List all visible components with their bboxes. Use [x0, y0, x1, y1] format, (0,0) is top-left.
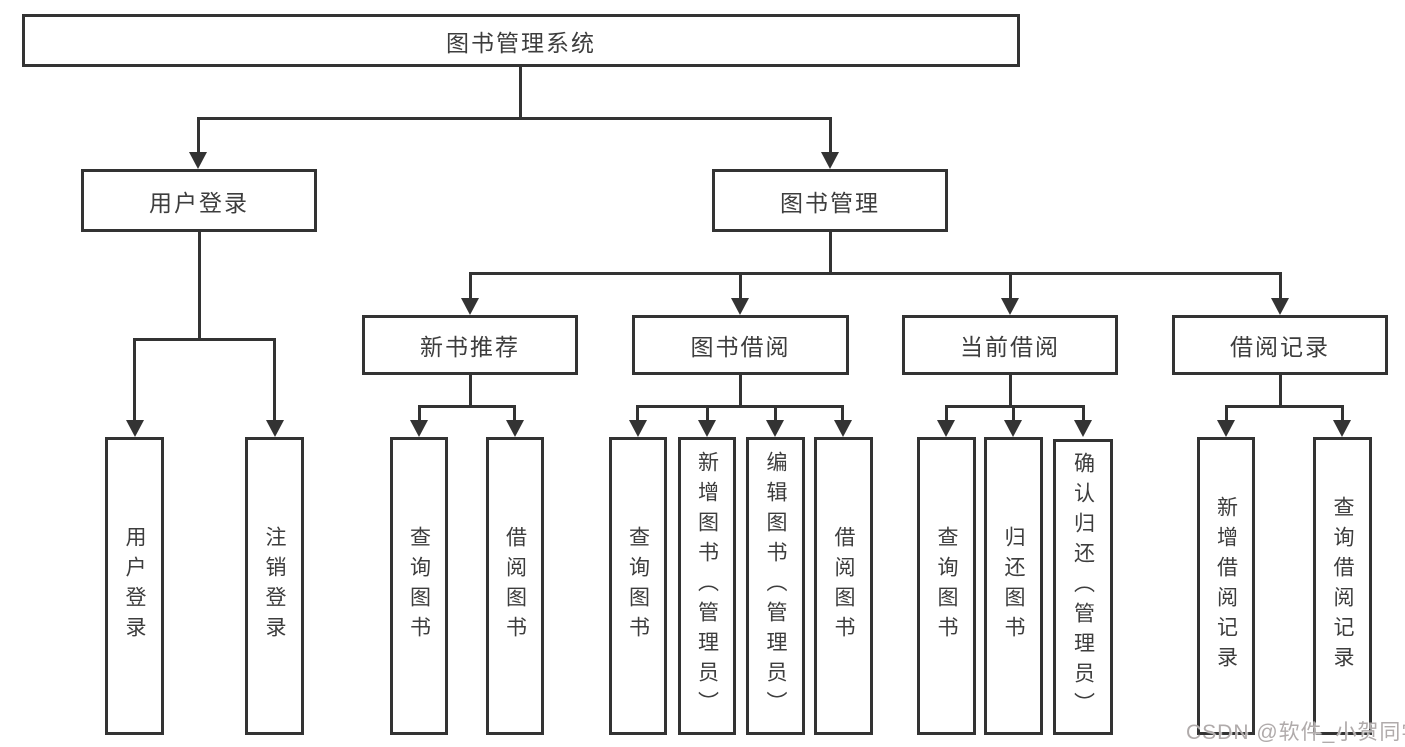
node-borrowing-records-label: 借阅记录 [1230, 334, 1330, 360]
connector-book-borrow-rail [636, 405, 844, 408]
connector-current-borrow-rail [945, 405, 1085, 408]
leaf-query-borrow-record-label: 查询借阅记录 [1331, 496, 1354, 676]
arrowhead-nb-query [410, 420, 428, 437]
connector-drop-logout [273, 338, 276, 423]
connector-drop-new-book [469, 272, 472, 300]
connector-drop-nb-borrow [513, 405, 516, 423]
arrowhead-current-borrow [1001, 298, 1019, 315]
leaf-edit-books-admin: 编辑图书（管理员） [746, 437, 805, 735]
arrowhead-br-add [1217, 420, 1235, 437]
connector-borrow-record-stem [1279, 375, 1282, 405]
arrowhead-new-book [461, 298, 479, 315]
leaf-newbook-borrow-books-label: 借阅图书 [503, 526, 527, 646]
leaf-borrow-borrow-books-label: 借阅图书 [832, 526, 855, 646]
connector-drop-bb-edit [774, 405, 777, 423]
connector-user-login-rail [133, 338, 276, 341]
node-current-borrowing-label: 当前借阅 [960, 334, 1060, 360]
arrowhead-bb-borrow [834, 420, 852, 437]
leaf-return-books-label: 归还图书 [1002, 526, 1025, 646]
leaf-add-borrow-record-label: 新增借阅记录 [1214, 496, 1238, 676]
node-new-book-recommend-label: 新书推荐 [420, 334, 520, 360]
connector-level3-rail [469, 272, 1282, 275]
connector-drop-borrow-record [1279, 272, 1282, 300]
arrowhead-nb-borrow [506, 420, 524, 437]
node-current-borrowing: 当前借阅 [902, 315, 1118, 375]
connector-new-book-stem [469, 375, 472, 405]
arrowhead-login [126, 420, 144, 437]
node-book-borrowing: 图书借阅 [632, 315, 849, 375]
leaf-newbook-borrow-books: 借阅图书 [486, 437, 544, 735]
connector-drop-cb-confirm [1082, 405, 1085, 423]
leaf-borrow-query-books-label: 查询图书 [626, 526, 650, 646]
leaf-newbook-query-books-label: 查询图书 [407, 526, 431, 646]
connector-drop-br-query [1341, 405, 1344, 423]
leaf-user-login: 用户登录 [105, 437, 164, 735]
connector-drop-cb-return [1012, 405, 1015, 423]
connector-drop-bb-add [706, 405, 709, 423]
connector-drop-login [133, 338, 136, 423]
connector-drop-cb-query [945, 405, 948, 423]
connector-book-borrow-stem [739, 375, 742, 405]
connector-level2-rail [197, 117, 832, 120]
leaf-query-borrow-record: 查询借阅记录 [1313, 437, 1372, 735]
connector-borrow-record-rail [1225, 405, 1343, 408]
connector-drop-nb-query [418, 405, 421, 423]
node-user-login: 用户登录 [81, 169, 317, 232]
arrowhead-cb-query [937, 420, 955, 437]
node-book-borrowing-label: 图书借阅 [690, 334, 791, 360]
leaf-logout-label: 注销登录 [263, 526, 286, 646]
node-book-management: 图书管理 [712, 169, 948, 232]
arrowhead-borrow-record [1271, 298, 1289, 315]
leaf-user-login-label: 用户登录 [123, 526, 146, 646]
leaf-confirm-return-admin: 确认归还（管理员） [1053, 439, 1113, 735]
node-user-login-label: 用户登录 [149, 189, 249, 216]
arrowhead-bb-query [629, 420, 647, 437]
csdn-watermark: CSDN @软件_小贺同学 [1186, 721, 1405, 744]
leaf-add-books-admin: 新增图书（管理员） [678, 437, 736, 735]
connector-drop-current-borrow [1009, 272, 1012, 300]
arrowhead-user-login [189, 152, 207, 169]
leaf-logout: 注销登录 [245, 437, 304, 735]
arrowhead-br-query [1333, 420, 1351, 437]
connector-drop-user-login [197, 117, 200, 156]
connector-drop-bb-query [636, 405, 639, 423]
connector-drop-book-mgmt [829, 117, 832, 156]
leaf-edit-books-admin-label: 编辑图书（管理员） [764, 451, 787, 721]
leaf-borrow-query-books: 查询图书 [609, 437, 667, 735]
leaf-newbook-query-books: 查询图书 [390, 437, 448, 735]
connector-root-stem [519, 67, 522, 118]
leaf-return-books: 归还图书 [984, 437, 1043, 735]
node-borrowing-records: 借阅记录 [1172, 315, 1388, 375]
arrowhead-cb-return [1004, 420, 1022, 437]
connector-book-mgmt-stem [829, 232, 832, 272]
arrowhead-cb-confirm [1074, 420, 1092, 437]
arrowhead-bb-add [698, 420, 716, 437]
leaf-current-query-books-label: 查询图书 [935, 526, 958, 646]
leaf-confirm-return-admin-label: 确认归还（管理员） [1071, 452, 1095, 722]
node-library-system: 图书管理系统 [22, 14, 1020, 67]
connector-new-book-rail [418, 405, 516, 408]
leaf-add-borrow-record: 新增借阅记录 [1197, 437, 1255, 735]
connector-drop-bb-borrow [841, 405, 844, 423]
connector-user-login-stem [198, 232, 201, 338]
node-library-system-label: 图书管理系统 [446, 29, 596, 56]
arrowhead-logout [266, 420, 284, 437]
leaf-borrow-borrow-books: 借阅图书 [814, 437, 873, 735]
arrowhead-book-mgmt [821, 152, 839, 169]
connector-drop-br-add [1225, 405, 1228, 423]
leaf-current-query-books: 查询图书 [917, 437, 976, 735]
node-new-book-recommend: 新书推荐 [362, 315, 578, 375]
connector-current-borrow-stem [1009, 375, 1012, 405]
leaf-add-books-admin-label: 新增图书（管理员） [695, 451, 719, 721]
arrowhead-bb-edit [766, 420, 784, 437]
arrowhead-book-borrow [731, 298, 749, 315]
node-book-management-label: 图书管理 [780, 189, 880, 216]
connector-drop-book-borrow [739, 272, 742, 300]
